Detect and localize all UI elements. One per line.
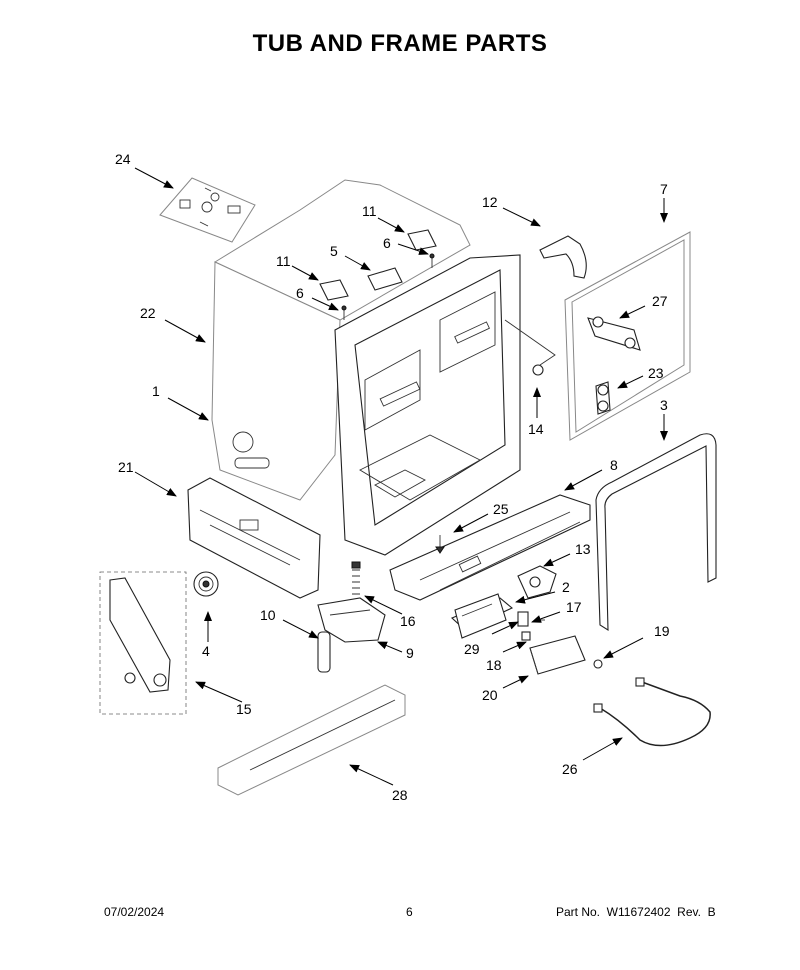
callout-arrows xyxy=(134,167,668,786)
callout-2: 2 xyxy=(562,579,570,595)
callout-16: 16 xyxy=(400,613,416,629)
callout-29: 29 xyxy=(464,641,480,657)
part-27-rack-roller xyxy=(587,316,641,351)
part-25-screw xyxy=(435,535,445,554)
callout-15: 15 xyxy=(236,701,252,717)
part-29-control-box xyxy=(454,593,507,639)
page-title: TUB AND FRAME PARTS xyxy=(252,30,548,57)
callout-20: 20 xyxy=(482,687,498,703)
part-19-screw xyxy=(593,659,603,669)
callout-26: 26 xyxy=(562,761,578,777)
callout-23: 23 xyxy=(648,365,664,381)
callout-4: 4 xyxy=(202,643,210,659)
part-9-sump-housing xyxy=(317,597,386,643)
callout-14: 14 xyxy=(528,421,544,437)
callout-6-lower: 6 xyxy=(296,285,304,301)
callout-11-upper: 11 xyxy=(362,203,377,219)
footer-page-number: 6 xyxy=(406,905,413,919)
callout-27: 27 xyxy=(652,293,668,309)
part-11-hinge-upper xyxy=(407,229,437,251)
part-28-base-panel xyxy=(217,684,406,796)
footer-date: 07/02/2024 xyxy=(104,905,165,919)
part-20-junction-box xyxy=(529,635,586,675)
part-26-wire-harness xyxy=(593,677,711,747)
part-21-base-frame xyxy=(187,477,321,599)
callout-28: 28 xyxy=(392,787,408,803)
footer-part-number: Part No. W11672402 Rev. B xyxy=(556,905,716,919)
callout-3: 3 xyxy=(660,397,668,413)
part-23-rack-wheel xyxy=(595,381,611,415)
part-15-side-panel xyxy=(99,571,187,715)
tub-frame xyxy=(334,254,521,556)
callout-13: 13 xyxy=(575,541,591,557)
part-14-plug xyxy=(504,319,556,376)
callout-7: 7 xyxy=(660,181,668,197)
callout-6-upper: 6 xyxy=(383,235,391,251)
part-24-hardware-bag xyxy=(159,177,256,243)
callout-12: 12 xyxy=(482,194,498,210)
part-11-hinge-lower xyxy=(319,279,349,301)
callout-18: 18 xyxy=(486,657,502,673)
part-3-door-seal xyxy=(595,433,717,632)
callout-9: 9 xyxy=(406,645,414,661)
callout-17: 17 xyxy=(566,599,582,615)
callout-10: 10 xyxy=(260,607,276,623)
callout-22: 22 xyxy=(140,305,156,321)
callout-5: 5 xyxy=(330,243,338,259)
part-5-bracket xyxy=(367,267,403,291)
part-13-valve xyxy=(517,565,557,599)
callout-19: 19 xyxy=(654,623,670,639)
part-18-clip xyxy=(521,631,531,641)
callout-24: 24 xyxy=(115,151,131,167)
part-22-tub-insulation xyxy=(211,179,471,501)
part-4-impeller xyxy=(193,571,219,597)
part-8-rail xyxy=(389,494,591,601)
part-12-bracket xyxy=(539,235,587,279)
part-6-screws xyxy=(341,253,435,320)
callout-21: 21 xyxy=(118,459,134,475)
callout-25: 25 xyxy=(493,501,509,517)
callout-11-lower: 11 xyxy=(276,253,291,269)
callout-8: 8 xyxy=(610,457,618,473)
callout-1: 1 xyxy=(152,383,160,399)
part-10-tube xyxy=(317,631,331,673)
part-16-spring xyxy=(351,561,361,595)
